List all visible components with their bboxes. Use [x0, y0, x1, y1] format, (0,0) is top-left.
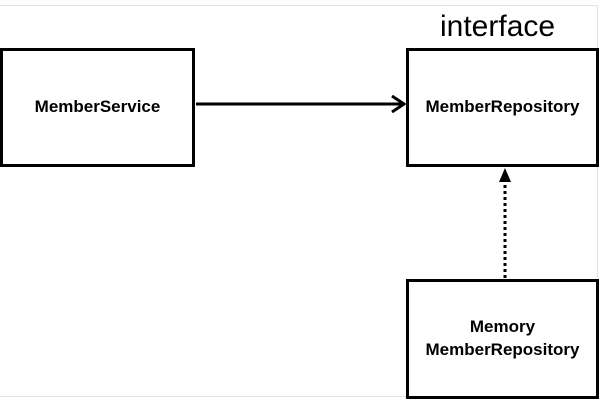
memory-member-repository-box: Memory MemberRepository — [406, 279, 599, 399]
memory-member-repository-label-line1: Memory — [469, 317, 536, 337]
canvas-border — [0, 5, 598, 397]
implementation-arrowhead — [499, 168, 511, 182]
implementation-arrow — [499, 168, 511, 278]
member-service-label: MemberService — [34, 97, 161, 117]
member-service-box: MemberService — [0, 48, 195, 167]
association-arrowhead — [391, 94, 407, 114]
association-arrow — [196, 94, 407, 114]
member-repository-label: MemberRepository — [425, 97, 580, 117]
member-repository-box: MemberRepository — [406, 48, 599, 167]
interface-stereotype-label: interface — [440, 10, 556, 43]
memory-member-repository-label-line2: MemberRepository — [425, 340, 580, 359]
